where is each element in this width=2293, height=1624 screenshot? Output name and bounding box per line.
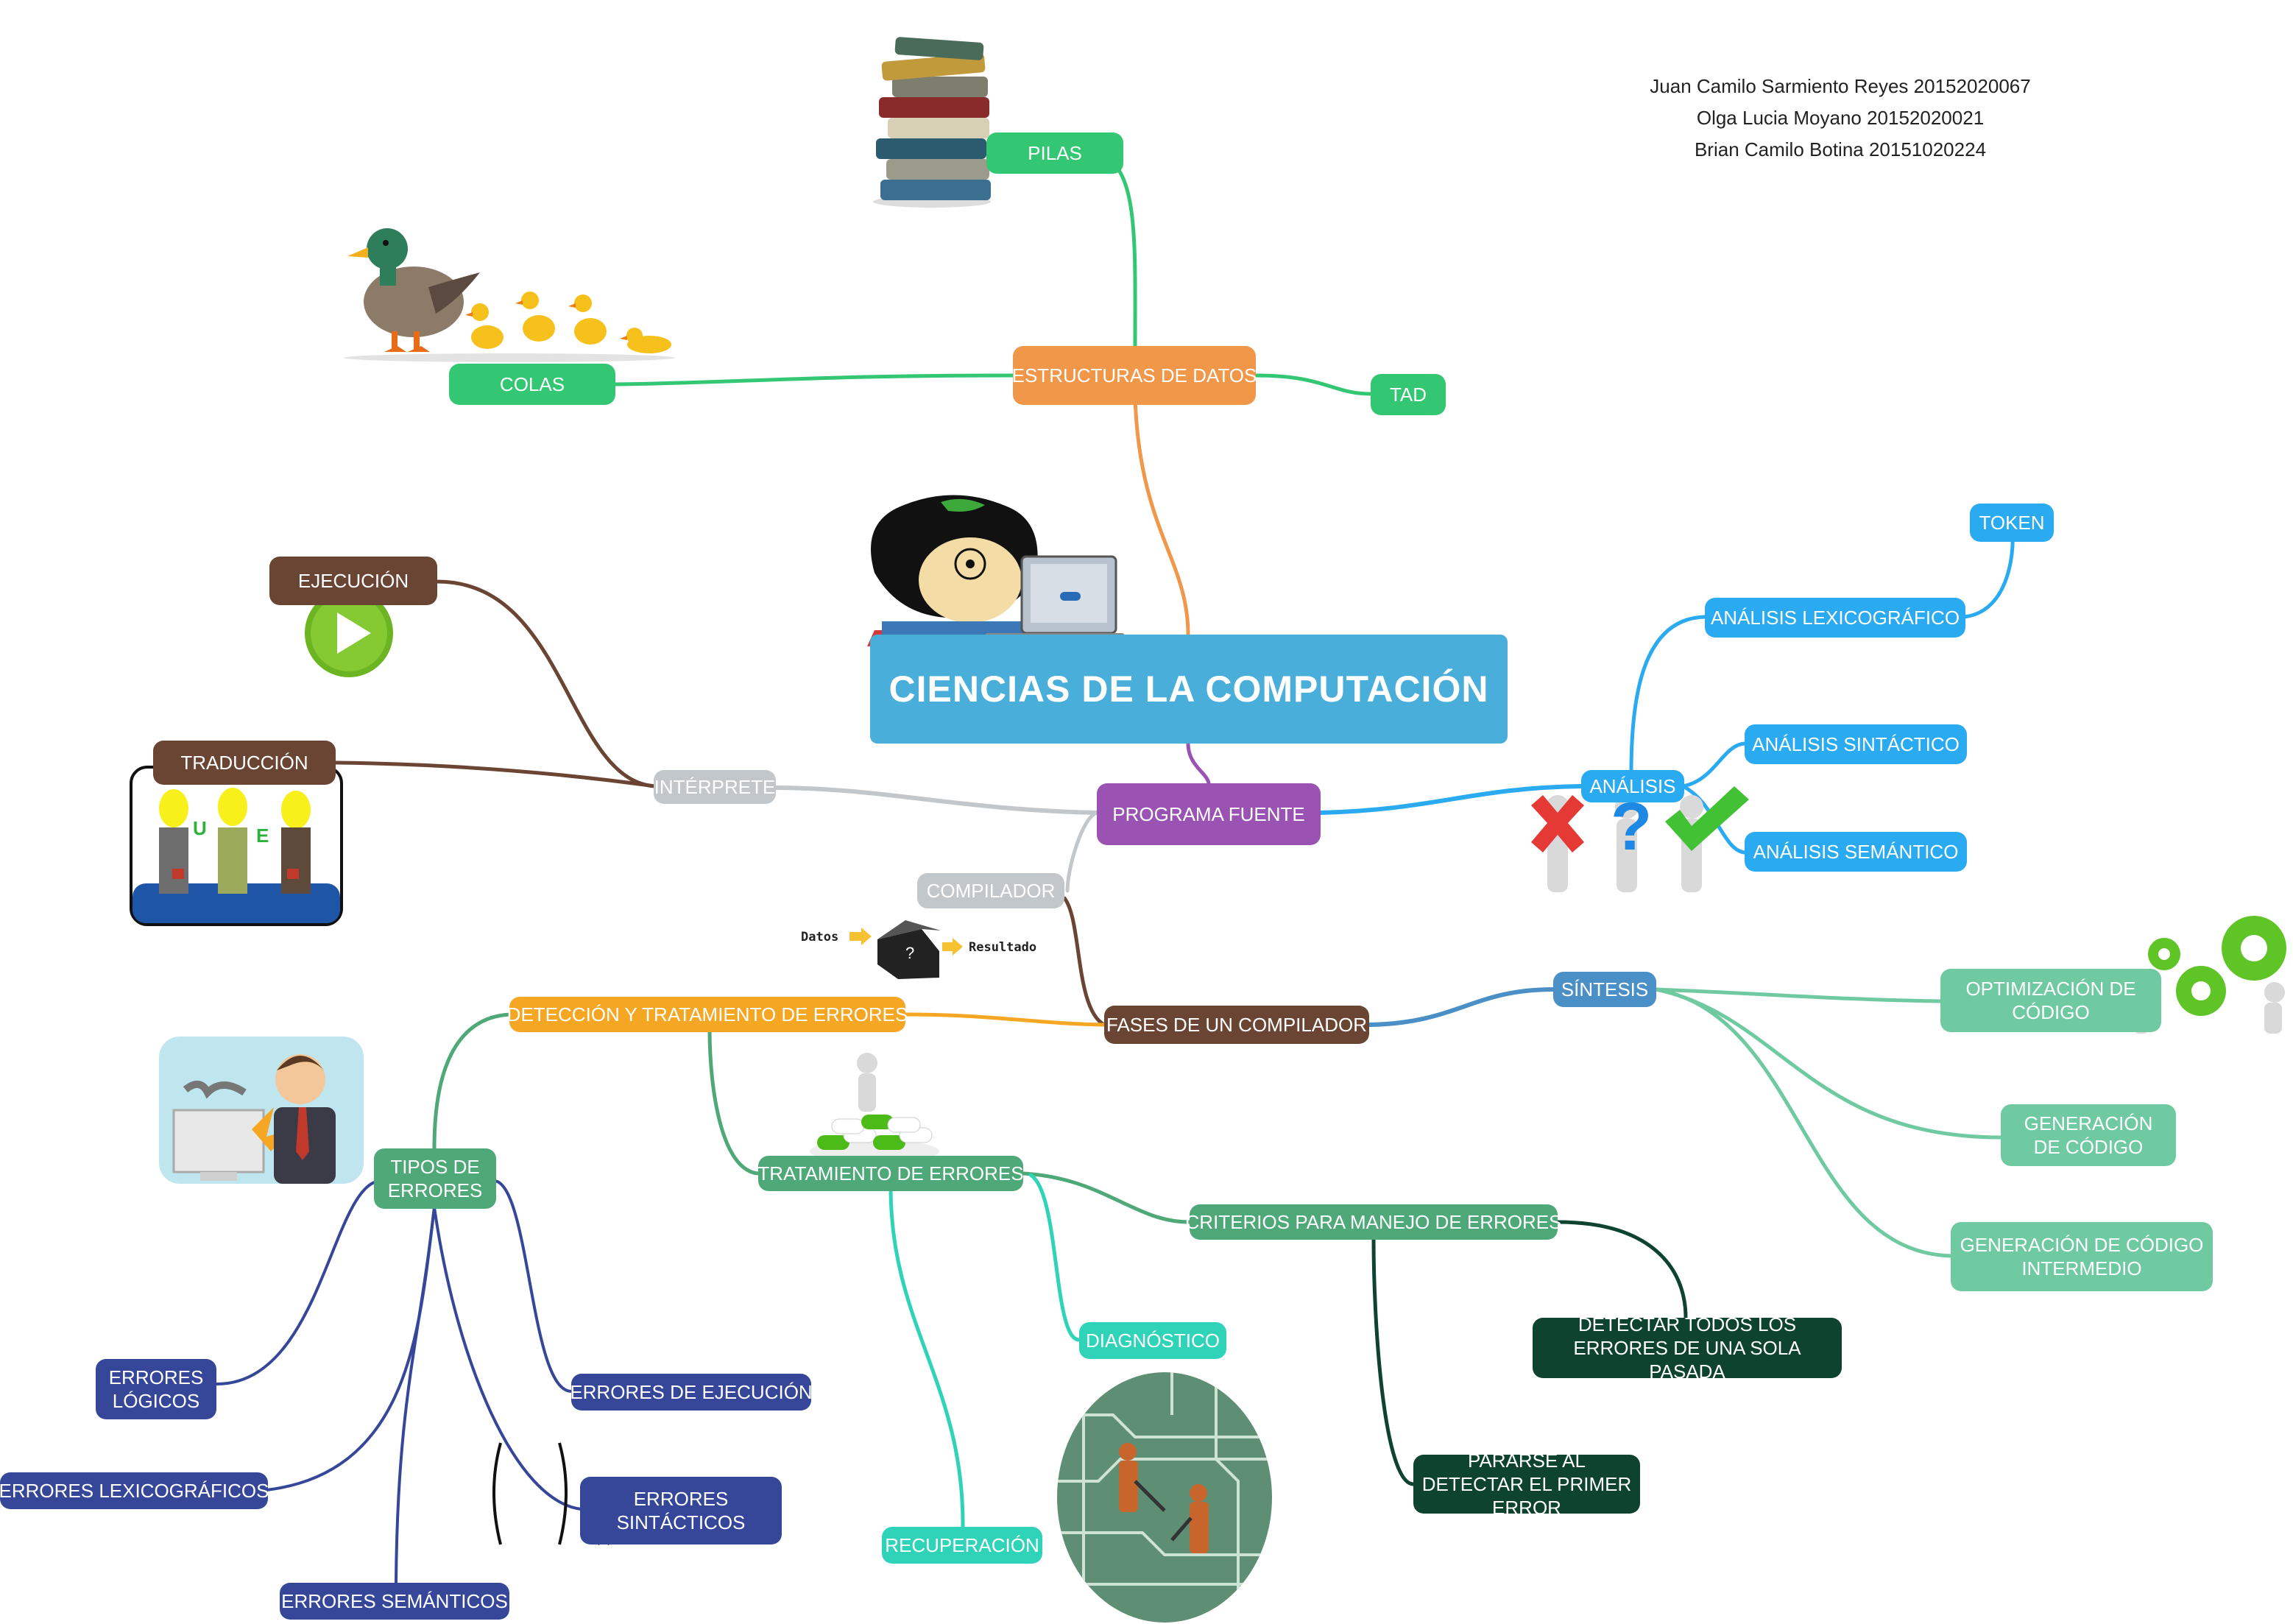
node-analisis-sintactico[interactable]: ANÁLISIS SINTÁCTICO	[1745, 724, 1967, 764]
translators-icon: U E	[130, 766, 343, 926]
play-icon	[305, 589, 393, 677]
node-pilas[interactable]: PILAS	[986, 133, 1123, 174]
node-analisis[interactable]: ANÁLISIS	[1581, 770, 1684, 802]
node-analisis-lexicografico[interactable]: ANÁLISIS LEXICOGRÁFICO	[1705, 598, 1965, 638]
node-tad[interactable]: TAD	[1371, 374, 1446, 415]
mafalda-laptop-icon	[867, 495, 1125, 646]
node-optimizacion-de-codigo[interactable]: OPTIMIZACIÓN DE CÓDIGO	[1940, 969, 2161, 1032]
author-line: Juan Camilo Sarmiento Reyes 20152020067	[1650, 75, 2031, 97]
node-generacion-de-codigo-intermedio[interactable]: GENERACIÓN DE CÓDIGO INTERMEDIO	[1951, 1222, 2213, 1291]
node-pararse-primer-error[interactable]: PARARSE AL DETECTAR EL PRIMER ERROR	[1413, 1450, 1640, 1519]
angry-computer-user-icon	[159, 1037, 364, 1184]
svg-text:?: ?	[905, 944, 914, 962]
node-estructuras-de-datos[interactable]: ESTRUCTURAS DE DATOS	[1012, 346, 1257, 405]
translator-letter: U	[193, 817, 207, 839]
node-errores-semanticos[interactable]: ERRORES SEMÁNTICOS	[280, 1583, 509, 1620]
authors-block: Juan Camilo Sarmiento Reyes 20152020067 …	[1649, 71, 2032, 166]
box-input-label: Datos	[801, 930, 838, 945]
pills-pile-icon	[810, 1053, 939, 1163]
author-line: Brian Camilo Botina 20151020224	[1694, 138, 1987, 160]
black-box-icon: Datos ? Resultado	[801, 920, 1036, 979]
translator-letter: E	[256, 825, 269, 847]
node-diagnostico[interactable]: DIAGNÓSTICO	[1079, 1322, 1226, 1359]
node-colas[interactable]: COLAS	[449, 364, 615, 405]
circuit-workers-icon	[1057, 1372, 1272, 1623]
books-stack-icon	[873, 37, 991, 208]
box-output-label: Resultado	[969, 940, 1036, 955]
node-recuperacion[interactable]: RECUPERACIÓN	[882, 1527, 1042, 1564]
node-ejecucion[interactable]: EJECUCIÓN	[269, 557, 437, 605]
node-analisis-semantico[interactable]: ANÁLISIS SEMÁNTICO	[1745, 832, 1967, 872]
node-generacion-de-codigo[interactable]: GENERACIÓN DE CÓDIGO	[2001, 1104, 2176, 1166]
node-interprete[interactable]: INTÉRPRETE	[654, 770, 776, 804]
node-detectar-todos-los-errores[interactable]: DETECTAR TODOS LOS ERRORES DE UNA SOLA P…	[1533, 1313, 1842, 1383]
node-tratamiento-de-errores[interactable]: TRATAMIENTO DE ERRORES	[757, 1156, 1024, 1191]
node-sintesis[interactable]: SÍNTESIS	[1553, 972, 1656, 1007]
node-errores-lexicograficos[interactable]: ERRORES LEXICOGRÁFICOS	[0, 1472, 269, 1509]
author-line: Olga Lucia Moyano 20152020021	[1696, 107, 1985, 129]
node-errores-logicos[interactable]: ERRORES LÓGICOS	[96, 1359, 216, 1419]
node-deteccion-y-tratamiento[interactable]: DETECCIÓN Y TRATAMIENTO DE ERRORES	[507, 997, 908, 1032]
node-compilador[interactable]: COMPILADOR	[917, 873, 1064, 908]
node-token[interactable]: TOKEN	[1970, 504, 2054, 542]
node-errores-de-ejecucion[interactable]: ERRORES DE EJECUCIÓN	[570, 1374, 813, 1411]
node-errores-sintacticos[interactable]: ERRORES SINTÁCTICOS	[580, 1477, 782, 1544]
node-programa-fuente[interactable]: PROGRAMA FUENTE	[1097, 783, 1321, 845]
duck-family-icon	[344, 228, 675, 362]
node-fases-de-un-compilador[interactable]: FASES DE UN COMPILADOR	[1104, 1006, 1369, 1044]
node-traduccion[interactable]: TRADUCCIÓN	[153, 741, 336, 785]
node-criterios-manejo-errores[interactable]: CRITERIOS PARA MANEJO DE ERRORES	[1186, 1204, 1561, 1240]
node-tipos-de-errores[interactable]: TIPOS DE ERRORES	[374, 1148, 496, 1209]
central-topic[interactable]: CIENCIAS DE LA COMPUTACIÓN	[870, 635, 1508, 744]
